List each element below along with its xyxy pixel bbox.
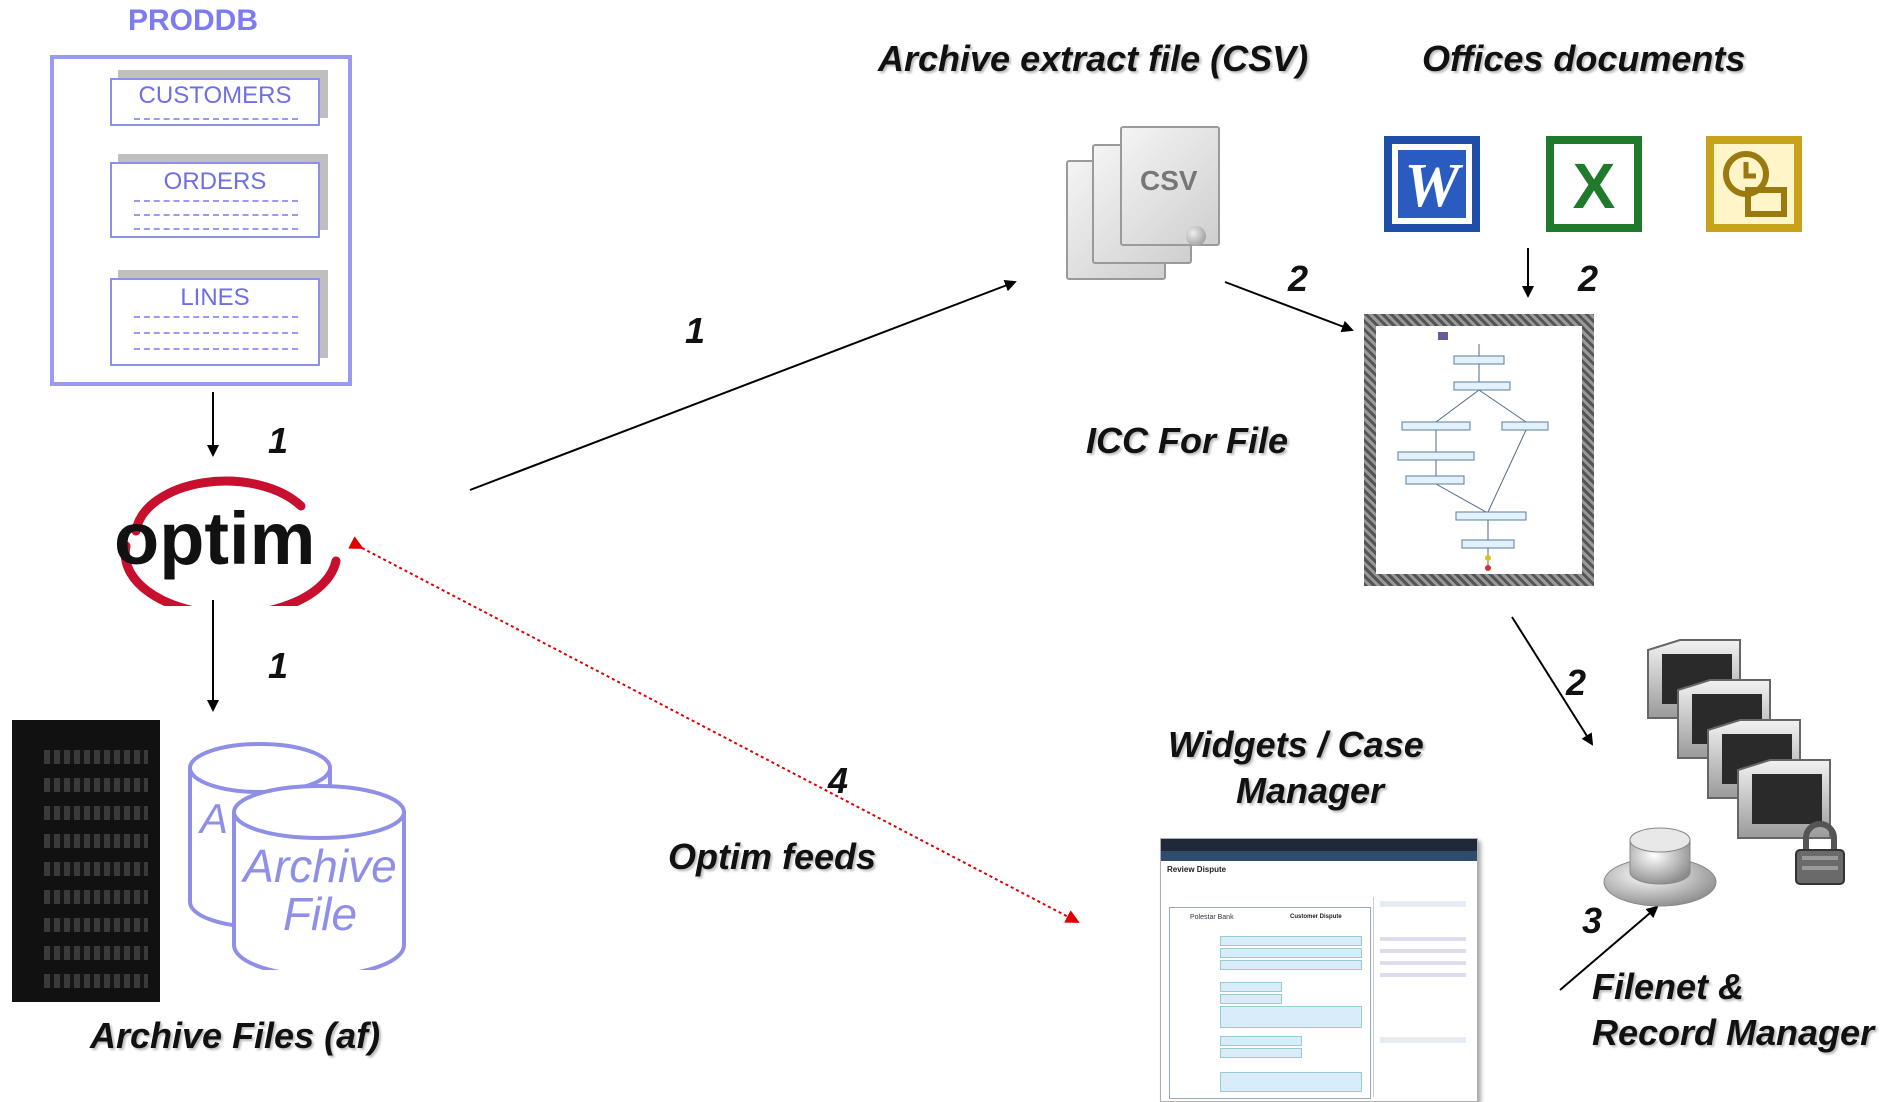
- case-manager-screenshot: Review Dispute Polestar Bank Customer Di…: [1160, 838, 1478, 1102]
- svg-text:X: X: [1573, 150, 1616, 222]
- form-title: Customer Dispute: [1290, 914, 1342, 920]
- table-orders: ORDERS: [110, 162, 320, 238]
- table-rows: [134, 332, 298, 334]
- case-manager-tabs: [1161, 851, 1477, 861]
- filenet-label-line2: Record Manager: [1592, 1012, 1875, 1053]
- proddb-title: PRODDB: [128, 4, 259, 37]
- archive-file-back-letter: A: [200, 795, 229, 842]
- table-customers: CUSTOMERS: [110, 78, 320, 126]
- archive-extract-label: Archive extract file (CSV): [878, 38, 1309, 79]
- table-name: CUSTOMERS: [138, 82, 292, 109]
- csv-file-icon: [1120, 126, 1220, 246]
- arrow-csv-to-icc: [1224, 281, 1354, 333]
- table-lines: LINES: [110, 278, 320, 366]
- table-rows: [134, 118, 298, 120]
- arrow-to-filenet: [1559, 905, 1659, 991]
- arrow-optim-feeds: [348, 536, 1080, 923]
- outlook-icon: [1706, 136, 1802, 232]
- widgets-case-manager-label-line1: Widgets / Case: [1168, 724, 1424, 765]
- step-number: 4: [828, 760, 849, 801]
- workflow-graph: [1397, 332, 1549, 571]
- archive-files-label: Archive Files (af): [90, 1015, 381, 1056]
- folder-stack-icon: [1647, 639, 1831, 839]
- offices-documents-label: Offices documents: [1422, 38, 1746, 79]
- optim-feeds-label: Optim feeds: [668, 836, 877, 877]
- step-number: 1: [685, 310, 706, 351]
- arrow-optim-to-csv: [469, 279, 1017, 491]
- filenet-label-line1: Filenet &: [1592, 966, 1745, 1007]
- step-number: 2: [1566, 662, 1587, 703]
- excel-icon: X: [1546, 136, 1642, 232]
- step-number: 3: [1582, 900, 1603, 941]
- database-cylinder-icon: [188, 742, 406, 970]
- widgets-case-manager-label-line2: Manager: [1236, 770, 1385, 811]
- padlock-icon: [1795, 821, 1845, 885]
- step-number: 1: [268, 645, 289, 686]
- dispute-form: Polestar Bank Customer Dispute: [1169, 907, 1371, 1099]
- case-manager-heading: Review Dispute: [1167, 865, 1227, 874]
- word-icon: W: [1384, 136, 1480, 232]
- table-name: LINES: [180, 284, 250, 311]
- table-rows: [134, 228, 298, 230]
- server-rack-icon: [12, 720, 160, 1002]
- step-number: 2: [1578, 258, 1599, 299]
- table-rows: [134, 200, 298, 202]
- arrow-icc-to-filenet: [1511, 616, 1594, 746]
- csv-icon-text: CSV: [1140, 165, 1198, 196]
- svg-text:W: W: [1404, 152, 1463, 220]
- bank-name: Polestar Bank: [1190, 914, 1234, 921]
- table-rows: [134, 214, 298, 216]
- step-number: 1: [268, 420, 289, 461]
- table-rows: [134, 316, 298, 318]
- archive-file-label: Archive File: [243, 840, 397, 940]
- case-info-panel: [1373, 897, 1474, 1097]
- step-number: 2: [1288, 258, 1309, 299]
- icc-workflow-diagram: [1376, 326, 1582, 574]
- optim-logo: optim: [114, 476, 341, 606]
- optim-logo-text: optim: [114, 497, 315, 580]
- icc-for-file-label: ICC For File: [1086, 420, 1289, 461]
- case-manager-titlebar: [1161, 839, 1477, 851]
- database-disk-icon: [1603, 827, 1717, 907]
- table-rows: [134, 348, 298, 350]
- table-name: ORDERS: [163, 168, 267, 195]
- csv-disc: [1186, 226, 1206, 246]
